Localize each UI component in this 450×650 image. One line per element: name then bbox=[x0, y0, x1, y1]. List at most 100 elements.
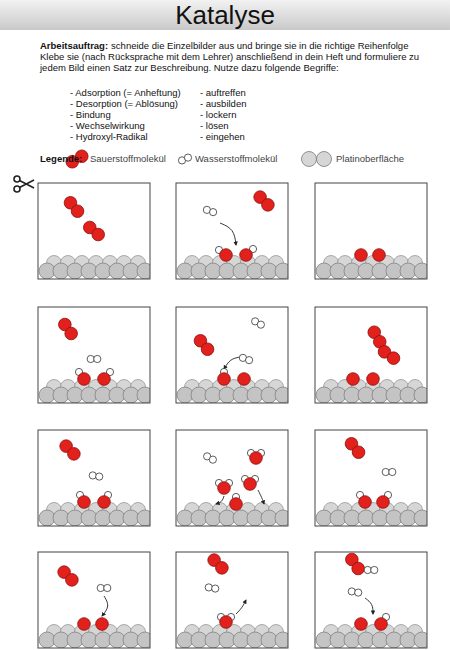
term-item: - ausbilden bbox=[200, 98, 246, 109]
oxygen-molecule bbox=[64, 196, 84, 217]
task-heading: Arbeitsauftrag: bbox=[40, 40, 108, 51]
adsorbed-oxygen bbox=[355, 618, 368, 631]
term-item: - Bindung bbox=[70, 109, 111, 120]
panel-border bbox=[38, 183, 150, 279]
panel-border bbox=[315, 552, 427, 648]
cutout-panel bbox=[315, 430, 430, 526]
platinum-surface bbox=[177, 256, 288, 280]
term-item: - eingehen bbox=[200, 131, 245, 142]
panel-border bbox=[38, 430, 150, 526]
platinum-surface bbox=[39, 380, 150, 404]
hydrogen-molecule bbox=[97, 584, 111, 591]
platinum-surface bbox=[177, 380, 288, 404]
platinum-surface bbox=[39, 256, 150, 280]
water-molecule bbox=[215, 479, 232, 494]
cutout-panel bbox=[176, 552, 291, 648]
adsorbed-oxygen bbox=[96, 618, 109, 631]
adsorbed-oxygen bbox=[218, 368, 231, 385]
hydrogen-molecule bbox=[252, 318, 265, 329]
adsorbed-oxygen bbox=[240, 245, 257, 261]
adsorbed-oxygen bbox=[230, 493, 243, 510]
term-item: - auftreffen bbox=[200, 87, 246, 98]
adsorbed-oxygen bbox=[347, 373, 360, 386]
oxygen-molecule bbox=[208, 554, 228, 574]
panel-border bbox=[315, 307, 427, 403]
cutout-panel bbox=[315, 552, 430, 648]
adsorbed-oxygen bbox=[356, 491, 371, 508]
adsorbed-oxygen bbox=[98, 491, 112, 508]
hydrogen-molecule bbox=[364, 566, 378, 573]
hydrogen-molecule bbox=[178, 154, 191, 164]
cutout-panel bbox=[38, 183, 153, 279]
title: Katalyse bbox=[0, 0, 450, 30]
platinum-sample bbox=[302, 152, 332, 167]
adsorbed-oxygen bbox=[98, 368, 114, 385]
cutout-panel bbox=[315, 307, 430, 403]
oxygen-molecule bbox=[346, 553, 365, 575]
motion-arrow bbox=[258, 490, 264, 504]
panel-border bbox=[38, 552, 150, 648]
hydrogen-molecule bbox=[204, 453, 217, 464]
cutout-panel bbox=[315, 183, 430, 279]
platinum-surface bbox=[39, 503, 150, 527]
platinum-surface bbox=[316, 503, 427, 527]
term-item: - lösen bbox=[200, 120, 229, 131]
term-item: - lockern bbox=[200, 109, 236, 120]
hydrogen-molecule bbox=[89, 472, 103, 480]
legend-text: Platinoberfläche bbox=[336, 153, 404, 164]
cutout-panel bbox=[38, 552, 153, 648]
legend-text: Sauerstoffmolekül bbox=[90, 153, 166, 164]
hydrogen-molecule bbox=[203, 206, 216, 215]
motion-arrow bbox=[236, 600, 246, 614]
adsorbed-oxygen bbox=[75, 368, 90, 385]
oxygen-molecule bbox=[194, 334, 214, 355]
adsorbed-oxygen bbox=[367, 373, 380, 386]
instruction-paragraph: Arbeitsauftrag:schneide die Einzelbilder… bbox=[40, 40, 432, 74]
adsorbed-oxygen bbox=[355, 249, 368, 262]
term-item: - Wechselwirkung bbox=[70, 120, 145, 131]
cutout-panel bbox=[176, 430, 291, 526]
oxygen-molecule bbox=[58, 566, 78, 586]
oxygen-molecule bbox=[368, 326, 386, 348]
motion-arrow bbox=[216, 496, 224, 504]
cutout-panel bbox=[38, 307, 153, 403]
panel-border bbox=[38, 307, 150, 403]
panel-border bbox=[176, 430, 288, 526]
water-molecule bbox=[241, 475, 258, 490]
motion-arrow bbox=[224, 357, 240, 369]
adsorbed-oxygen bbox=[238, 373, 251, 386]
cutout-panel bbox=[38, 430, 153, 526]
adsorbed-oxygen bbox=[76, 491, 90, 508]
motion-arrow bbox=[102, 596, 108, 616]
oxygen-molecule bbox=[378, 346, 400, 365]
hydrogen-molecule bbox=[205, 584, 219, 592]
term-item: - Desorption (= Ablösung) bbox=[70, 98, 178, 109]
panel-border bbox=[315, 183, 427, 279]
hydrogen-molecule bbox=[87, 355, 101, 362]
adsorbed-oxygen bbox=[377, 491, 392, 508]
platinum-surface bbox=[39, 625, 150, 649]
platinum-surface bbox=[316, 256, 427, 280]
motion-arrow bbox=[220, 223, 236, 245]
adsorbed-oxygen bbox=[215, 246, 232, 261]
panel-border bbox=[176, 183, 288, 279]
oxygen-molecule bbox=[83, 221, 104, 241]
panel-border bbox=[176, 307, 288, 403]
oxygen-molecule bbox=[60, 440, 80, 460]
adsorbed-oxygen bbox=[78, 618, 91, 631]
cutout-panel bbox=[176, 307, 291, 403]
scissors-icon bbox=[14, 176, 34, 192]
cutout-panel bbox=[176, 183, 291, 279]
legend-text: Wasserstoffmolekül bbox=[195, 153, 277, 164]
platinum-surface bbox=[177, 625, 288, 649]
panel-border bbox=[176, 552, 288, 648]
water-molecule bbox=[247, 449, 264, 464]
water-molecule bbox=[217, 613, 234, 628]
adsorbed-oxygen bbox=[373, 249, 386, 262]
legend-icons bbox=[66, 150, 332, 168]
term-item: - Hydroxyl-Radikal bbox=[70, 131, 148, 142]
hydrogen-molecule bbox=[382, 468, 396, 475]
legend-heading: Legende: bbox=[40, 153, 82, 164]
oxygen-molecule bbox=[254, 191, 274, 211]
motion-arrow bbox=[365, 598, 373, 614]
